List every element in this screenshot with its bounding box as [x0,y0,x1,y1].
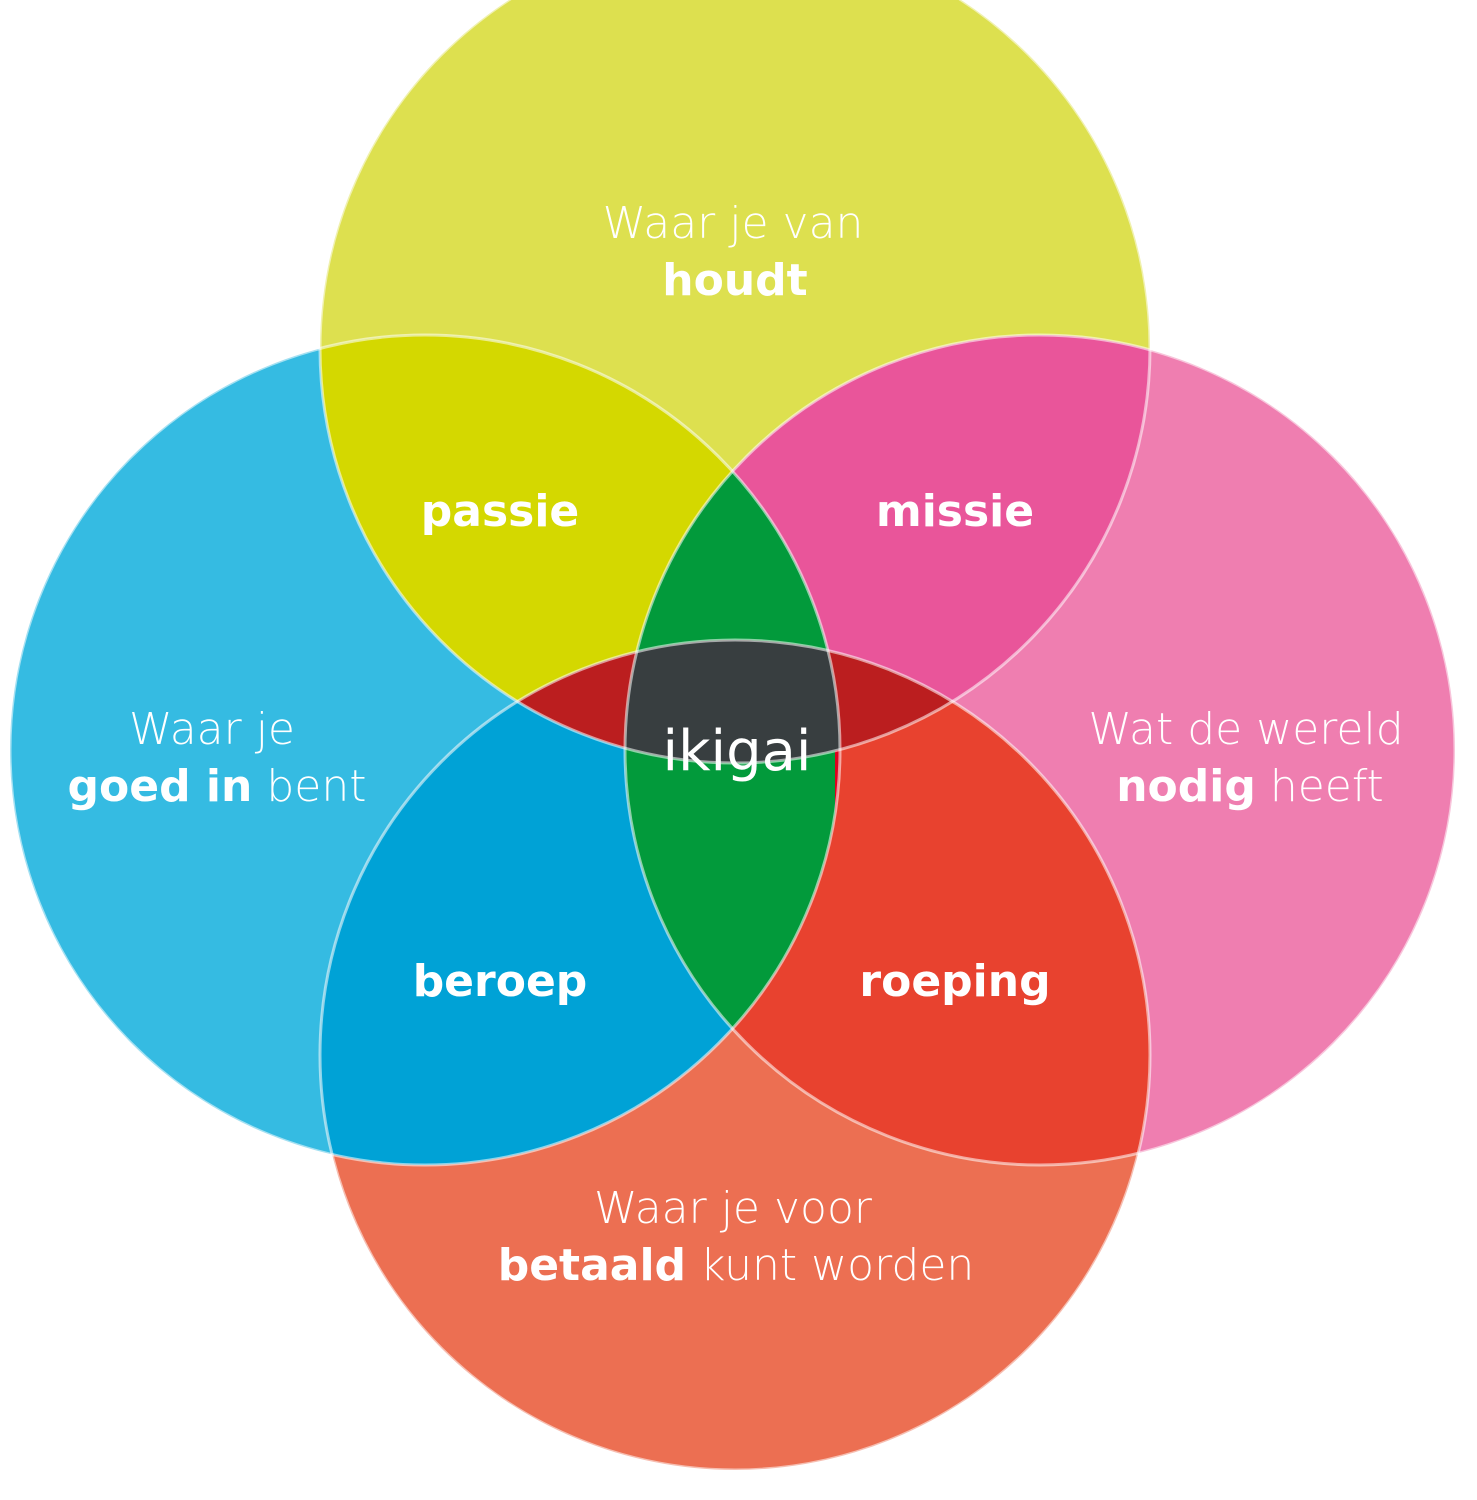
label-left-line2: goed in bent [68,761,367,812]
label-left-rest: bent [252,761,366,812]
outline-left [8,333,842,1167]
label-beroep: beroep [413,956,588,1007]
label-bottom-line1: Waar je voor [594,1183,873,1234]
label-bottom-line2: betaald kunt worden [498,1240,975,1291]
label-ikigai: ikigai [663,719,812,784]
label-missie: missie [876,486,1034,537]
label-top-line1: Waar je van [603,198,864,249]
label-right-line1: Wat de wereld [1088,704,1403,755]
label-right-line2: nodig heeft [1116,761,1384,812]
label-left-line1: Waar je [129,704,295,755]
label-left-bold: goed in [68,761,253,812]
label-top-line2: houdt [662,255,807,306]
label-right-rest: heeft [1256,761,1384,812]
label-right-bold: nodig [1116,761,1256,812]
label-passie: passie [421,486,580,537]
outline-bottom [318,638,1152,1472]
label-roeping: roeping [859,956,1050,1007]
outline-right [623,333,1457,1167]
label-bottom-rest: kunt worden [686,1240,974,1291]
label-top-bold: houdt [662,255,807,306]
label-bottom-bold: betaald [498,1240,686,1291]
